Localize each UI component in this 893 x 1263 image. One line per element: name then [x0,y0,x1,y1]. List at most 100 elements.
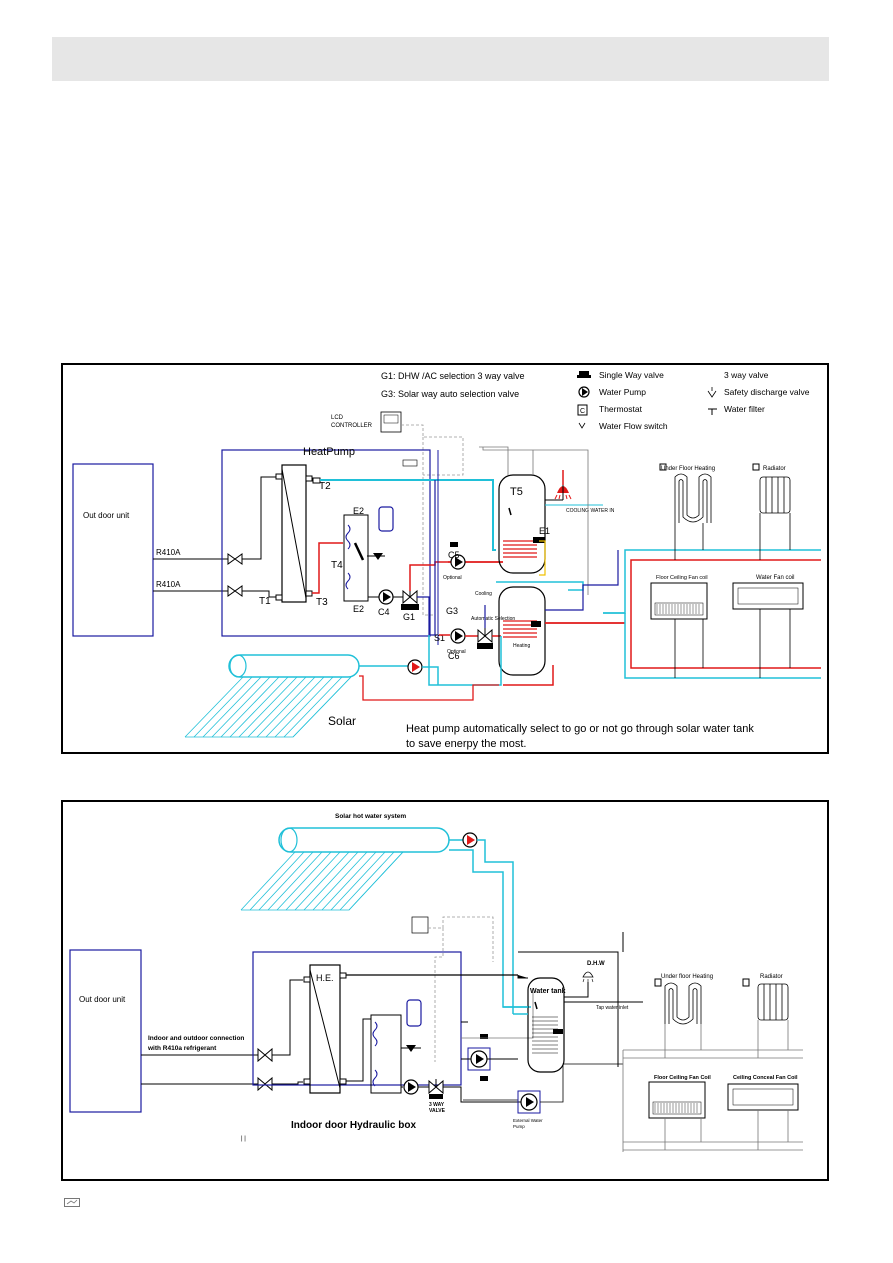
expansion-vessel [378,506,394,532]
lcd-controller-label-2: CONTROLLER [331,423,373,429]
sensor-t5: T5 [510,486,523,498]
svg-text:C: C [580,408,585,415]
three-way-valve-2-icon [428,1079,444,1099]
valve-g1-icon [401,589,419,610]
controller-icon [411,916,429,934]
lcd-controller-label-1: LCD [331,415,344,421]
solar-tank-coil [503,620,537,638]
pump-c6-icon [450,628,466,644]
single-way-valve-icon [577,371,591,378]
dhw-coil [503,540,537,558]
ceiling-conceal-fan-coil-icon [727,1083,799,1111]
label-automatic-selection: Automatic Selection [471,616,515,622]
dhw-label: D.H.W [587,961,605,967]
solar-tank [498,586,546,676]
refrigerant-label-2: R410A [156,580,181,589]
underfloor-heating-icon-2 [664,982,702,1025]
water-fan-coil-icon [732,582,804,610]
refrigerant-valve-3-icon [257,1047,273,1063]
safety-valve-2-icon [401,1045,421,1052]
hydraulic-box-label: Indoor door Hydraulic box [291,1120,416,1131]
label-water-fan-coil: Water Fan coil [756,575,794,581]
underfloor-heating-label-2: Under floor Heating [661,974,713,980]
solar-collector [184,654,360,738]
label-optional-c6: Optional [447,649,466,655]
external-pump-label-1: External Water [513,1118,543,1123]
legend-safety-discharge-valve: Safety discharge valve [724,387,810,397]
underfloor-heating-icon [674,473,712,523]
water-tank [527,977,565,1073]
label-cooling: Cooling [475,591,492,597]
heat-exchanger-2 [309,964,341,1094]
floor-ceiling-fan-coil-icon [650,582,708,620]
marker-label: | | [241,1136,246,1142]
three-way-label-2: VALVE [429,1108,446,1114]
refrigerant-valve-4-icon [257,1076,273,1092]
refrigerant-valve-1-icon [227,553,243,565]
shower-icon-2 [582,971,594,983]
three-way-label-1: 3 WAY [429,1102,445,1108]
legend-g1: G1: DHW /AC selection 3 way valve [381,371,525,381]
legend-g3: G3: Solar way auto selection valve [381,389,519,399]
footer-page-icon [64,1198,80,1207]
valve-g3-icon [477,628,493,649]
label-e1: E1 [539,526,550,536]
internal-pump-icon [403,1079,419,1095]
refrigerant-valve-2-icon [227,585,243,597]
label-g1: G1 [403,612,415,622]
ceiling-conceal-fan-coil-label: Ceiling Conceal Fan Coil [733,1075,798,1081]
heatpump-box [221,449,431,637]
connection-label-2: with R410a refrigerant [147,1045,217,1052]
label-cooling-water-in-1: COOLING WATER IN [566,508,615,514]
water-tank-label: Water tank [530,988,566,995]
legend-water-filter: Water filter [724,404,765,414]
water-pump-icon [578,386,590,398]
sensor-t4: T4 [331,560,343,571]
sensor-t1: T1 [259,596,271,607]
solar-system-title: Solar hot water system [335,813,406,820]
thermostat-icon: C [577,404,588,416]
label-c5: C5 [448,550,460,560]
radiator-icon [759,476,791,514]
label-radiator: Radiator [763,466,786,472]
legend-water-flow-switch: Water Flow switch [599,421,668,431]
diagram-1-canvas: G1: DHW /AC selection 3 way valve G3: So… [72,370,821,750]
legend-thermostat: Thermostat [599,404,643,414]
legend-water-pump: Water Pump [599,387,646,397]
safety-discharge-valve-icon [367,553,385,560]
label-c6: C6 [448,651,460,661]
backup-heater-e2 [343,514,369,602]
floor-ceiling-fan-coil-label-2: Floor Ceiling Fan Coil [654,1075,711,1081]
solar-pump-icon [407,659,423,675]
he-label: H.E. [316,973,334,983]
label-c4: C4 [378,607,390,617]
outdoor-unit-box [72,463,154,637]
lcd-controller-icon [380,411,402,433]
safety-valve-icon [707,387,717,398]
connection-label-1: Indoor and outdoor connection [148,1035,244,1042]
tap-water-inlet-label: Tap water inlet [596,1005,629,1011]
header-bar [52,37,829,81]
sensor-t3: T3 [316,597,328,608]
circulation-pump-icon [470,1050,488,1068]
sensor-t2: T2 [319,481,331,492]
legend-three-way-valve: 3 way valve [724,370,769,380]
dhw-tank-t5 [498,474,546,574]
flow-switch-icon [578,422,586,429]
expansion-vessel-2 [406,999,422,1027]
legend-single-way-valve: Single Way valve [599,370,664,380]
outdoor-unit-label-2: Out door unit [79,995,126,1004]
label-g3: G3 [446,606,458,616]
label-e2-bottom: E2 [353,604,364,614]
solar-collector-2 [240,827,450,911]
label-floor-ceiling-fan-coil: Floor Ceiling Fan coil [656,575,708,581]
pump-c5-icon [450,554,466,570]
outdoor-unit-label: Out door unit [83,511,130,520]
label-optional-c5: Optional [443,575,462,581]
external-pump-icon [520,1093,538,1111]
label-solar: Solar [328,714,356,728]
label-underfloor-heating: Under Floor Heating [661,466,715,472]
radiator-icon-2 [757,983,789,1021]
heatpump-title: HeatPump [303,446,355,458]
label-heating: Heating [513,643,530,649]
